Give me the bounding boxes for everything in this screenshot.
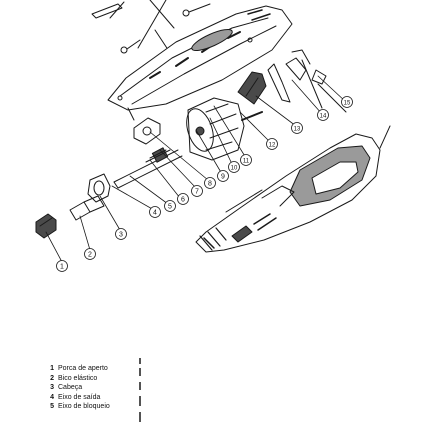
callout-9: 9: [217, 170, 229, 182]
brush-parts: [237, 49, 347, 113]
legend-item: 5 Eixo de bloqueio: [46, 402, 246, 412]
svg-text:15: 15: [344, 101, 351, 107]
legend-number: 4: [50, 393, 54, 401]
legend-label: Bico elástico: [58, 374, 98, 382]
callout-14: 14: [317, 109, 329, 121]
legend-label: Eixo de bloqueio: [58, 403, 110, 411]
spindle-lock: [127, 107, 161, 145]
callout-15: 15: [341, 96, 353, 108]
svg-text:8: 8: [208, 181, 212, 188]
margin-bar-mark: [139, 358, 141, 422]
svg-text:10: 10: [231, 166, 238, 172]
callout-10: 10: [228, 161, 240, 173]
callout-5: 5: [164, 200, 176, 212]
parts-legend: 1 Porca de aperto 2 Bico elástico 3 Cabe…: [46, 364, 246, 412]
svg-text:13: 13: [294, 127, 301, 133]
svg-text:3: 3: [119, 232, 123, 239]
svg-text:9: 9: [221, 174, 225, 181]
collet: [69, 195, 105, 221]
legend-label: Cabeça: [58, 384, 83, 392]
legend-label: Eixo de saída: [58, 393, 101, 401]
legend-item: 4 Eixo de saída: [46, 393, 246, 403]
callout-2: 2: [84, 248, 96, 260]
top-clip-part: [91, 1, 125, 19]
legend-number: 5: [50, 403, 54, 411]
screw-top: [120, 3, 211, 54]
callout-1: 1: [56, 260, 68, 272]
callout-4: 4: [149, 206, 161, 218]
svg-text:7: 7: [195, 189, 199, 196]
upper-housing: [107, 5, 293, 111]
callout-markers: 1 2 3 4 5 6 7 8: [56, 96, 353, 272]
nut: [35, 213, 57, 239]
lower-housing: [195, 125, 391, 253]
head-part: [87, 173, 111, 203]
svg-text:11: 11: [243, 159, 250, 165]
svg-text:1: 1: [60, 264, 64, 271]
callout-11: 11: [240, 154, 252, 166]
legend-number: 3: [50, 384, 54, 392]
legend-item: 1 Porca de aperto: [46, 364, 246, 374]
svg-text:5: 5: [168, 204, 172, 211]
callout-3: 3: [115, 228, 127, 240]
svg-text:12: 12: [269, 143, 276, 149]
callout-6: 6: [177, 193, 189, 205]
legend-label: Porca de aperto: [58, 365, 108, 372]
callout-12: 12: [266, 138, 278, 150]
svg-text:14: 14: [320, 114, 327, 120]
svg-text:4: 4: [153, 210, 157, 217]
motor: [186, 97, 263, 161]
svg-text:2: 2: [88, 252, 92, 259]
callout-13: 13: [291, 122, 303, 134]
legend-number: 2: [50, 374, 54, 382]
legend-number: 1: [50, 365, 54, 372]
output-shaft: [113, 147, 183, 189]
callout-8: 8: [204, 177, 216, 189]
legend-item: 2 Bico elástico: [46, 374, 246, 384]
exploded-diagram: 1 2 3 4 5 6 7 8: [35, 0, 391, 272]
svg-text:6: 6: [181, 197, 185, 204]
leader-lines: [45, 75, 347, 263]
legend-item: 3 Cabeça: [46, 383, 246, 393]
callout-7: 7: [191, 185, 203, 197]
exploded-diagram-svg: 1 2 3 4 5 6 7 8: [35, 0, 391, 272]
